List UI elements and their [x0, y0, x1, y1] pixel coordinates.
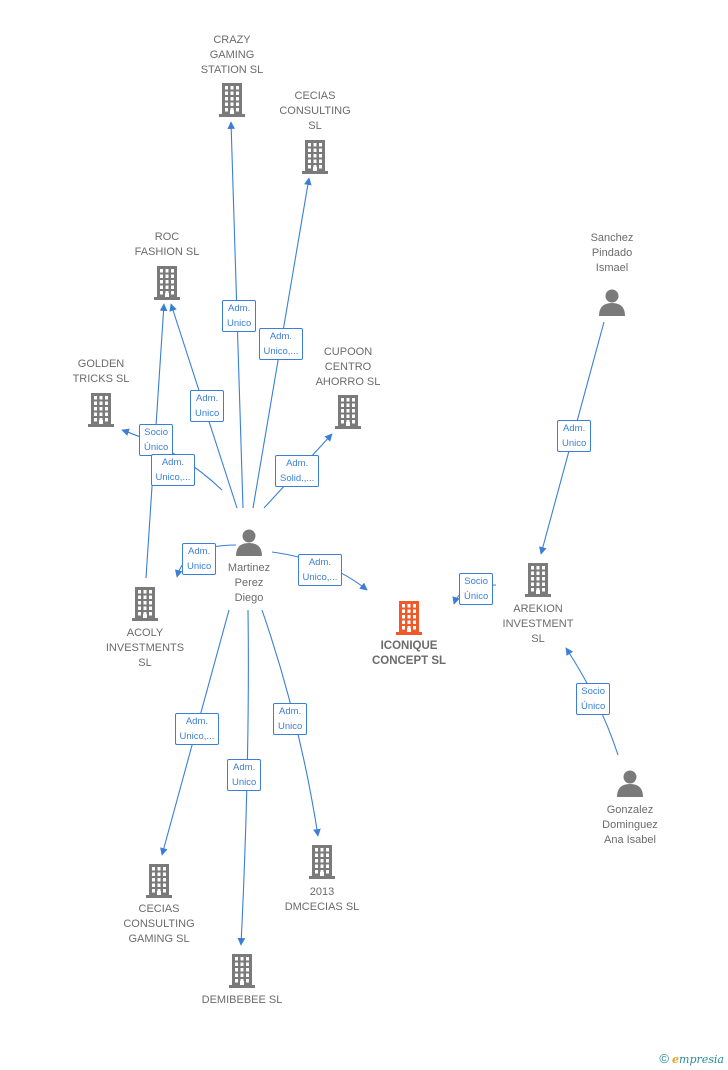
building-icon: [88, 393, 114, 432]
edge-label-line: Unico: [195, 408, 220, 419]
edge-label-e10[interactable]: Adm. Unico: [227, 759, 262, 791]
building-icon: [309, 845, 335, 884]
edge-label-line: Único: [464, 591, 489, 602]
edge-label-line: Adm.: [233, 762, 256, 773]
building-icon: [146, 864, 172, 903]
edge-label-line: Unico: [187, 561, 212, 572]
node-label-line: 2013: [309, 886, 335, 898]
node-label-line: Diego: [234, 592, 264, 604]
edge-label-e9[interactable]: Adm. Unico,...: [174, 713, 220, 745]
node-label-line: Martinez: [227, 562, 271, 574]
node-label-line: STATION SL: [200, 64, 264, 76]
edge-label-line: Unico,...: [302, 572, 338, 583]
brand-first-letter: e: [672, 1053, 680, 1066]
building-icon: [219, 83, 245, 122]
node-label-line: Sanchez: [590, 232, 634, 244]
edge-label-line: Adm.: [308, 557, 332, 568]
edge-label-line: Adm.: [228, 303, 251, 314]
person-icon: [598, 288, 626, 321]
node-label-line: Pindado: [591, 247, 633, 259]
edge-label-line: Adm.: [185, 716, 209, 727]
edge-label-e7[interactable]: Adm. Unico: [182, 543, 217, 575]
node-label-line: SL: [531, 633, 545, 645]
building-icon: [396, 601, 422, 640]
building-icon: [154, 266, 180, 305]
node-label-line: SL: [308, 120, 322, 132]
person-icon: [235, 528, 263, 561]
node-label-line: CUPOON: [323, 346, 373, 358]
edge-label-line: Adm.: [188, 546, 211, 557]
copyright-icon: ©: [659, 1051, 669, 1066]
edge-label-e3[interactable]: Adm. Unico: [190, 390, 225, 422]
node-label-line: Gonzalez: [606, 804, 654, 816]
building-icon: [302, 140, 328, 179]
building-icon: [335, 395, 361, 434]
node-label-line: ROC: [154, 231, 180, 243]
edge-label-line: Socio: [144, 427, 169, 438]
node-label-line: CONSULTING: [123, 918, 195, 930]
node-label-line: CECIAS: [294, 90, 336, 102]
edge-label-line: Socio: [581, 686, 606, 697]
node-label-line: INVESTMENT: [502, 618, 574, 630]
node-label-line: FASHION SL: [134, 246, 200, 258]
node-label-line: AREKION: [513, 603, 563, 615]
node-label-line: GAMING SL: [128, 933, 190, 945]
node-label-line: CRAZY: [213, 34, 251, 46]
node-label-line: TRICKS SL: [72, 373, 130, 385]
edge-label-line: Único: [581, 701, 606, 712]
node-label-line: GAMING: [209, 49, 255, 61]
person-icon: [616, 769, 644, 802]
edge-label-line: Unico: [278, 721, 303, 732]
node-label-line: Dominguez: [602, 819, 658, 831]
edge-label-line: Adm.: [286, 458, 309, 469]
edge-label-line: Solid.,...: [280, 473, 315, 484]
building-icon: [132, 587, 158, 626]
node-label-line: AHORRO SL: [315, 376, 381, 388]
node-label-line: DEMIBEBEE SL: [201, 994, 283, 1006]
edge-label-e8[interactable]: Adm. Unico,...: [297, 554, 343, 586]
node-label-line: ACOLY: [126, 627, 164, 639]
node-label-line: Ana Isabel: [604, 834, 656, 846]
edge-label-line: Unico: [227, 318, 252, 329]
node-label-line: DMCECIAS SL: [284, 901, 360, 913]
node-label-line: GOLDEN: [77, 358, 125, 370]
building-icon: [525, 563, 551, 602]
node-label-line: CONSULTING: [279, 105, 351, 117]
edge-label-e12[interactable]: Adm. Unico: [557, 420, 592, 452]
node-label-line: CENTRO: [324, 361, 372, 373]
edge-label-line: Unico,...: [179, 731, 215, 742]
node-label-line: SL: [138, 657, 152, 669]
node-label-line: Perez: [234, 577, 264, 589]
brand-rest: mpresia: [679, 1053, 724, 1066]
node-label-line: Ismael: [595, 262, 629, 274]
edge-label-line: Único: [144, 442, 169, 453]
edge-label-line: Adm.: [196, 393, 219, 404]
edge-label-line: Adm.: [563, 423, 586, 434]
empresia-brand[interactable]: © empresia: [659, 1051, 724, 1066]
node-label-line: CONCEPT SL: [371, 655, 447, 667]
node-label-line: ICONIQUE: [380, 640, 438, 652]
building-icon: [229, 954, 255, 993]
edge-label-line: Adm.: [269, 331, 293, 342]
edge-label-e6[interactable]: Adm. Solid.,...: [275, 455, 320, 487]
edge-label-e5[interactable]: Adm. Unico,...: [150, 454, 196, 486]
edge-label-line: Unico: [562, 438, 587, 449]
edge-label-line: Unico,...: [155, 472, 191, 483]
edge-label-e2[interactable]: Adm. Unico,...: [258, 328, 304, 360]
node-label-line: CECIAS: [138, 903, 180, 915]
edge-label-line: Unico,...: [263, 346, 299, 357]
edge-label-line: Unico: [232, 777, 257, 788]
edge-label-line: Adm.: [279, 706, 302, 717]
edge-label-line: Socio: [464, 576, 489, 587]
edge-label-e1[interactable]: Adm. Unico: [222, 300, 257, 332]
node-label-line: INVESTMENTS: [105, 642, 185, 654]
edge-label-e11[interactable]: Adm. Unico: [273, 703, 308, 735]
edge-label-line: Adm.: [161, 457, 185, 468]
